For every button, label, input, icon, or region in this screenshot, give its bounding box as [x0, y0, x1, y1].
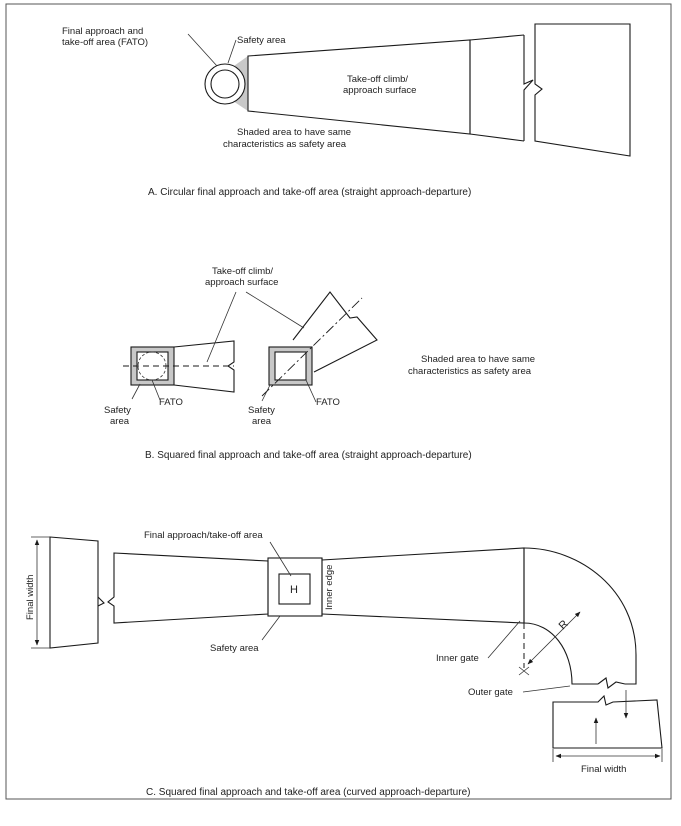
surface-extension-top	[469, 34, 525, 41]
curve-center-cross	[518, 666, 530, 676]
shaded-label-b-1: Shaded area to have same	[421, 354, 535, 365]
safety-label-b1-2: area	[110, 416, 130, 427]
inner-gate-leader	[487, 620, 521, 659]
safety-square-b2	[268, 346, 313, 386]
approach-surface-c-right	[321, 547, 525, 624]
radius-label: R	[557, 618, 571, 632]
caption-b: B. Squared final approach and take-off a…	[145, 450, 472, 461]
fato-label-b2: FATO	[316, 397, 340, 408]
h-marker: H	[290, 584, 298, 596]
inner-edge-label: Inner edge	[324, 565, 335, 610]
break-symbol-a	[523, 35, 534, 141]
final-width-label-left: Final width	[25, 575, 36, 620]
shaded-label-a-2: characteristics as safety area	[223, 139, 347, 150]
far-surface-c-left	[49, 536, 99, 649]
safety-area-label-c: Safety area	[210, 643, 259, 654]
safety-leader-a	[227, 39, 237, 64]
approach-surface-b2	[292, 291, 378, 373]
fato-square-b2	[274, 351, 307, 381]
safety-leader-b1	[131, 383, 141, 400]
fato-leader-a	[187, 33, 218, 67]
fato-label-b1: FATO	[159, 397, 183, 408]
shaded-label-a-1: Shaded area to have same	[237, 127, 351, 138]
centerline-b2	[261, 297, 363, 397]
fato-label-a-2: take-off area (FATO)	[62, 37, 148, 48]
fato-leader-b1	[151, 379, 161, 401]
panel-a: Final approach and take-off area (FATO) …	[62, 23, 631, 198]
surface-label-b-2: approach surface	[205, 277, 278, 288]
break-symbol-c-left	[97, 596, 105, 607]
safety-label-b2-1: Safety	[248, 405, 275, 416]
surface-label-a-2: approach surface	[343, 85, 416, 96]
safety-leader-c	[261, 615, 281, 641]
curved-surface-outer	[523, 547, 637, 685]
outer-gate-label: Outer gate	[468, 687, 513, 698]
fato-circle	[210, 69, 240, 99]
far-surface-a	[534, 23, 631, 157]
panel-b: Take-off climb/ approach surface Shaded …	[104, 266, 535, 461]
fato-label-a-1: Final approach and	[62, 26, 143, 37]
surface-label-a-1: Take-off climb/	[347, 74, 408, 85]
surface-leader-b1	[206, 291, 237, 363]
caption-c: C. Squared final approach and take-off a…	[146, 787, 470, 798]
page-frame	[5, 3, 672, 800]
surface-leader-b2	[245, 291, 305, 329]
approach-surface-c-left	[107, 552, 269, 624]
surface-label-b-1: Take-off climb/	[212, 266, 273, 277]
safety-leader-b2	[261, 384, 271, 402]
safety-label-b1-1: Safety	[104, 405, 131, 416]
curved-surface-inner	[523, 622, 598, 685]
fato-square-c	[278, 573, 311, 605]
outer-gate-leader	[522, 685, 571, 693]
safety-label-b2-2: area	[252, 416, 272, 427]
safety-area-label-a: Safety area	[237, 35, 286, 46]
final-width-label-bottom: Final width	[581, 764, 626, 775]
fato-leader-b2	[305, 379, 317, 403]
caption-a: A. Circular final approach and take-off …	[148, 187, 471, 198]
break-symbol-c-bottom	[597, 677, 626, 689]
fato-leader-c	[269, 541, 292, 577]
fato-label-c: Final approach/take-off area	[144, 530, 263, 541]
panel-c: Final width H R Final width	[25, 530, 663, 798]
inner-gate-label: Inner gate	[436, 653, 479, 664]
shaded-label-b-2: characteristics as safety area	[408, 366, 532, 377]
far-surface-c-bottom	[552, 694, 663, 749]
radius-arrow	[527, 611, 581, 665]
surface-extension-bottom	[469, 133, 525, 142]
